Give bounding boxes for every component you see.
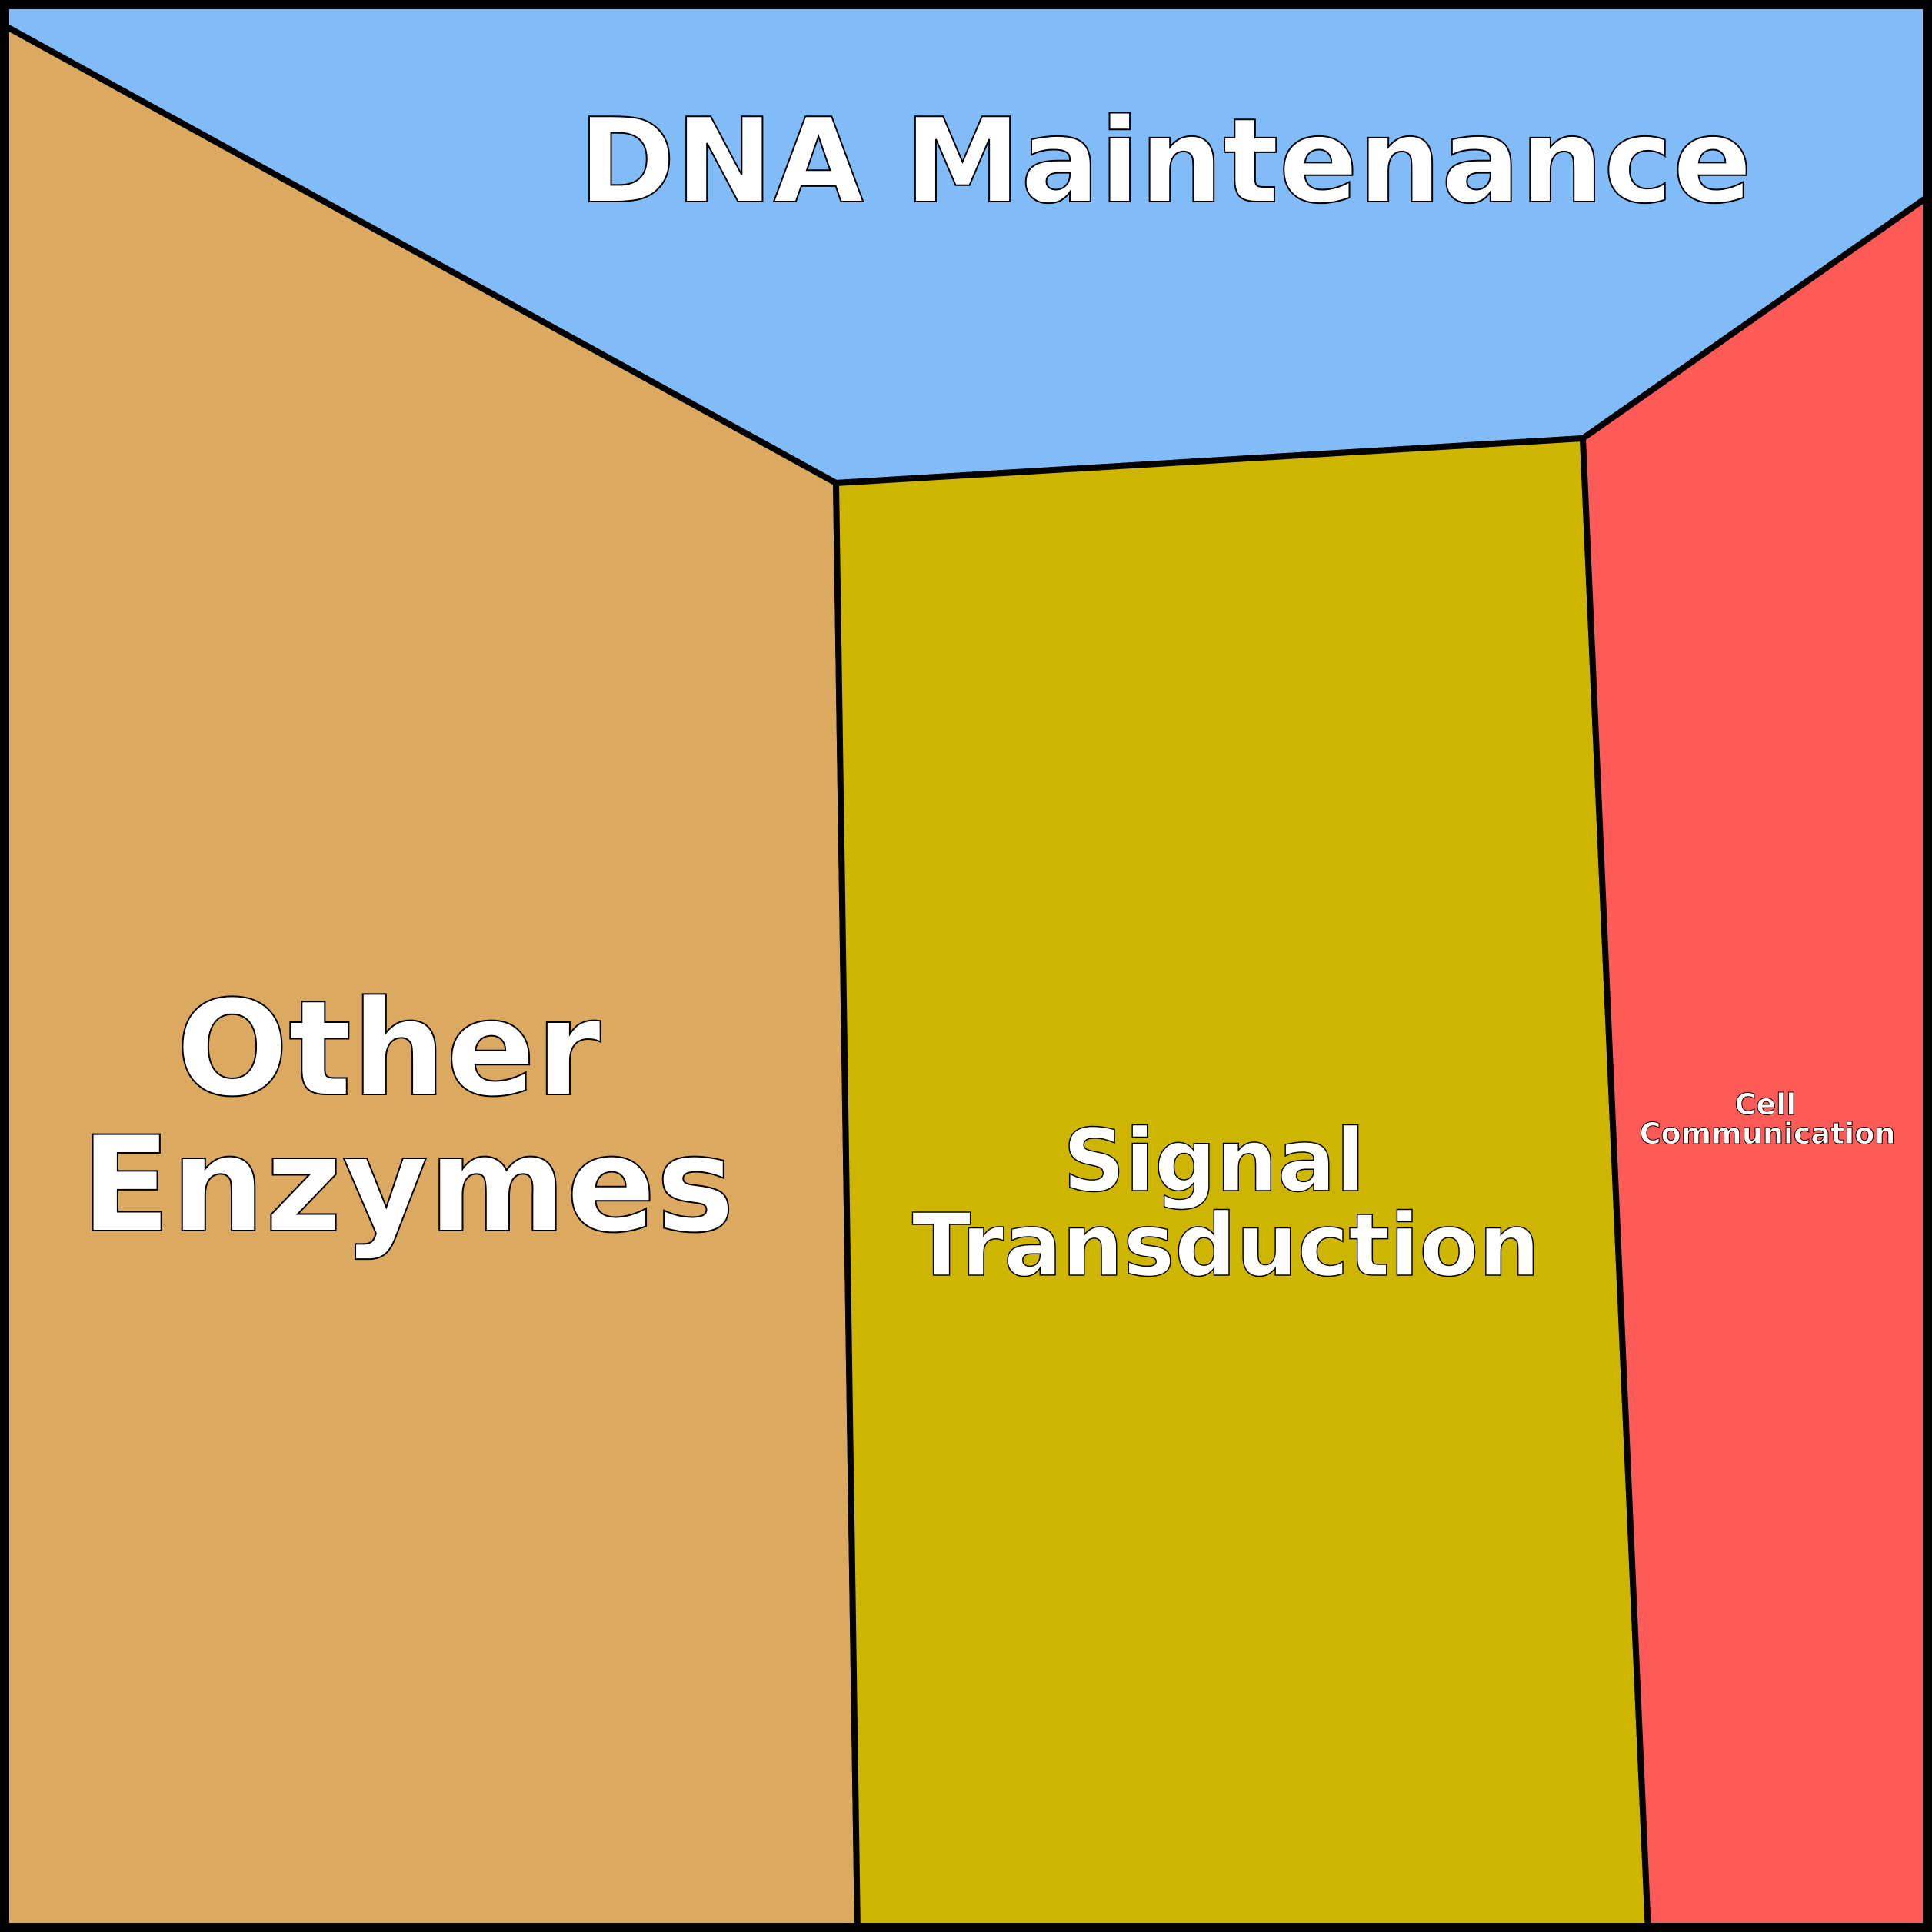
cell-other-enzymes	[0, 20, 861, 1932]
label-cell-communication: Cell Communication	[1640, 1088, 1896, 1151]
cell-cell-communication	[1580, 191, 1932, 1932]
label-other-enzymes: Other Enzymes	[81, 971, 734, 1262]
label-dna-maintenance: DNA Maintenance	[578, 93, 1752, 229]
cell-signal-transduction	[833, 435, 1651, 1932]
label-signal-transduction: Signal Transduction	[912, 1111, 1540, 1296]
